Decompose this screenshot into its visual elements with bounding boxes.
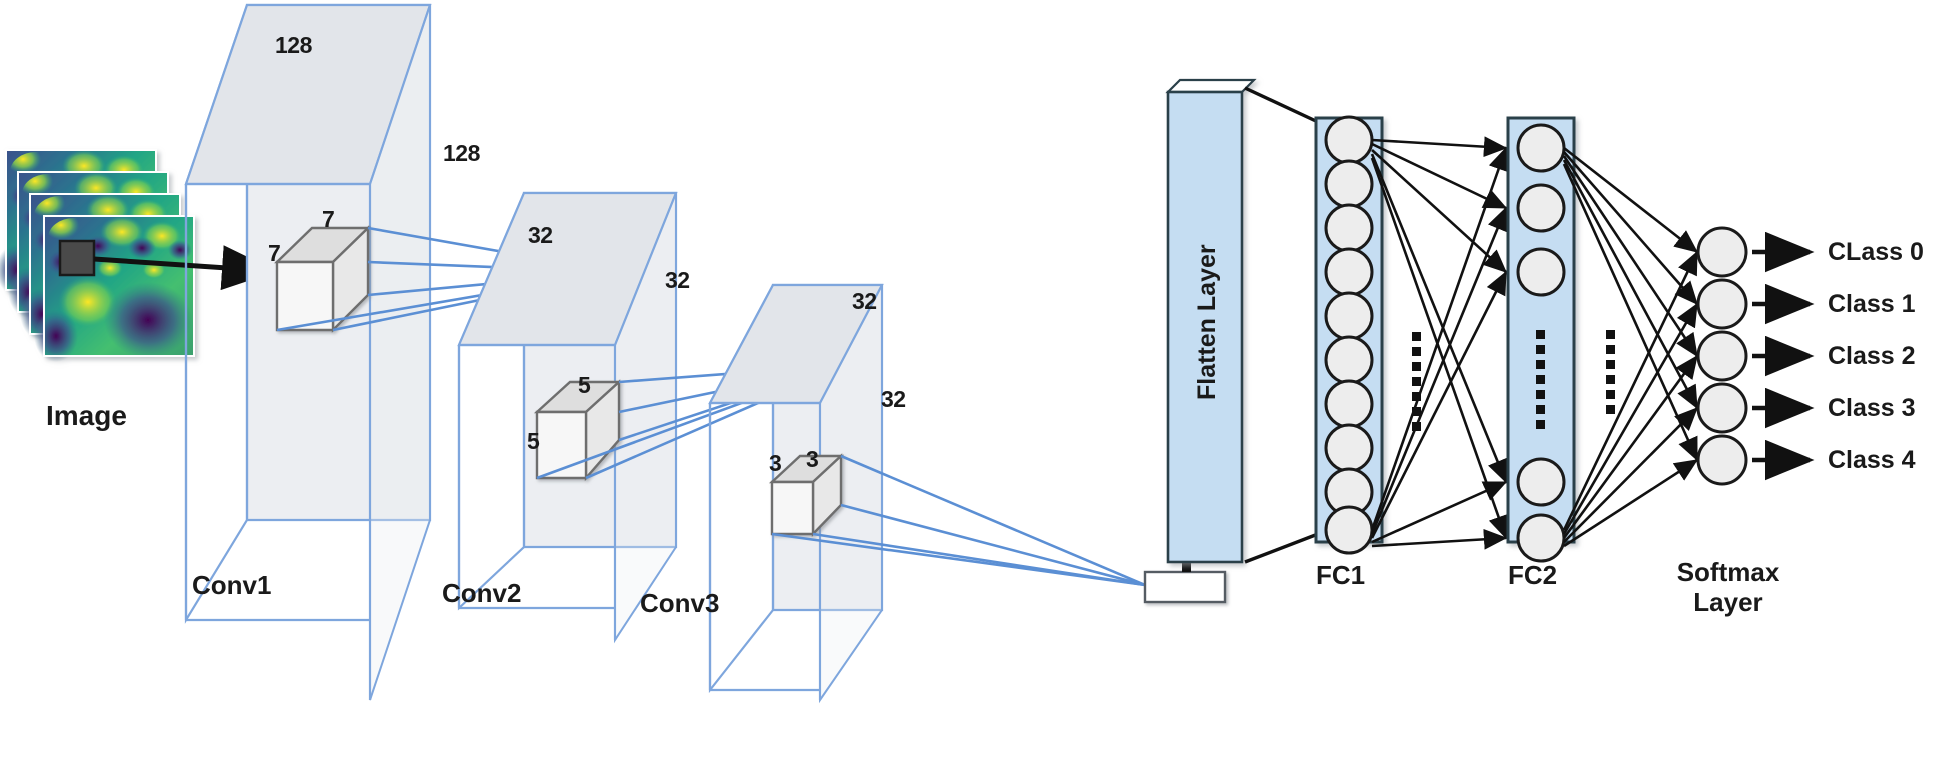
conv3-width-label: 32 [852,288,877,314]
class-label-1: Class 1 [1828,290,1916,318]
fc1-to-fc2-connections [1370,136,1509,550]
conv3-label: Conv3 [640,588,720,618]
receptive-field-patch [58,239,96,277]
conv2-height-label: 32 [665,267,690,293]
flatten-input-rect [1143,570,1227,604]
input-image-front [33,215,195,363]
conv2-label: Conv2 [442,578,522,608]
flatten-to-fc1-lines [1244,86,1319,564]
conv1-kernel-height-label: 7 [268,240,281,266]
conv3-height-label: 32 [881,386,906,412]
conv2-kernel-height-label: 5 [527,428,540,454]
softmax-label-line2: Layer [1693,586,1763,617]
conv2-width-label: 32 [528,222,553,248]
fc2-to-softmax-connections [1562,146,1699,548]
flatten-layer-bar [1165,78,1257,564]
fc2-label: FC2 [1508,560,1558,590]
class-label-3: Class 3 [1828,394,1916,422]
conv3-kernel-width-label: 3 [806,446,819,472]
input-image-stack [0,149,195,363]
conv3-slab [708,283,884,704]
fc2-internal-ellipsis [1536,330,1545,429]
conv1-height-label: 128 [443,140,480,166]
conv1-kernel-width-label: 7 [322,206,335,232]
fc2-softmax-ellipsis [1606,330,1615,414]
conv1-kernel-cube [274,225,371,333]
class-label-0: CLass 0 [1828,238,1924,266]
class-label-2: Class 2 [1828,342,1916,370]
conv3-to-flatten-connectors [771,454,1146,587]
input-to-conv1-arrow [93,245,277,291]
softmax-neurons [1696,226,1748,486]
conv1-width-label: 128 [275,32,312,58]
flatten-layer-label: Flatten Layer [1193,244,1221,400]
conv1-label: Conv1 [192,570,272,600]
conv3-kernel-height-label: 3 [769,450,782,476]
class-output-arrows [1752,231,1815,481]
conv2-kernel-width-label: 5 [578,372,591,398]
softmax-label-line1: Softmax [1676,557,1780,587]
input-image-label: Image [46,400,127,431]
fc1-label: FC1 [1316,560,1366,590]
class-label-4: Class 4 [1828,446,1916,474]
